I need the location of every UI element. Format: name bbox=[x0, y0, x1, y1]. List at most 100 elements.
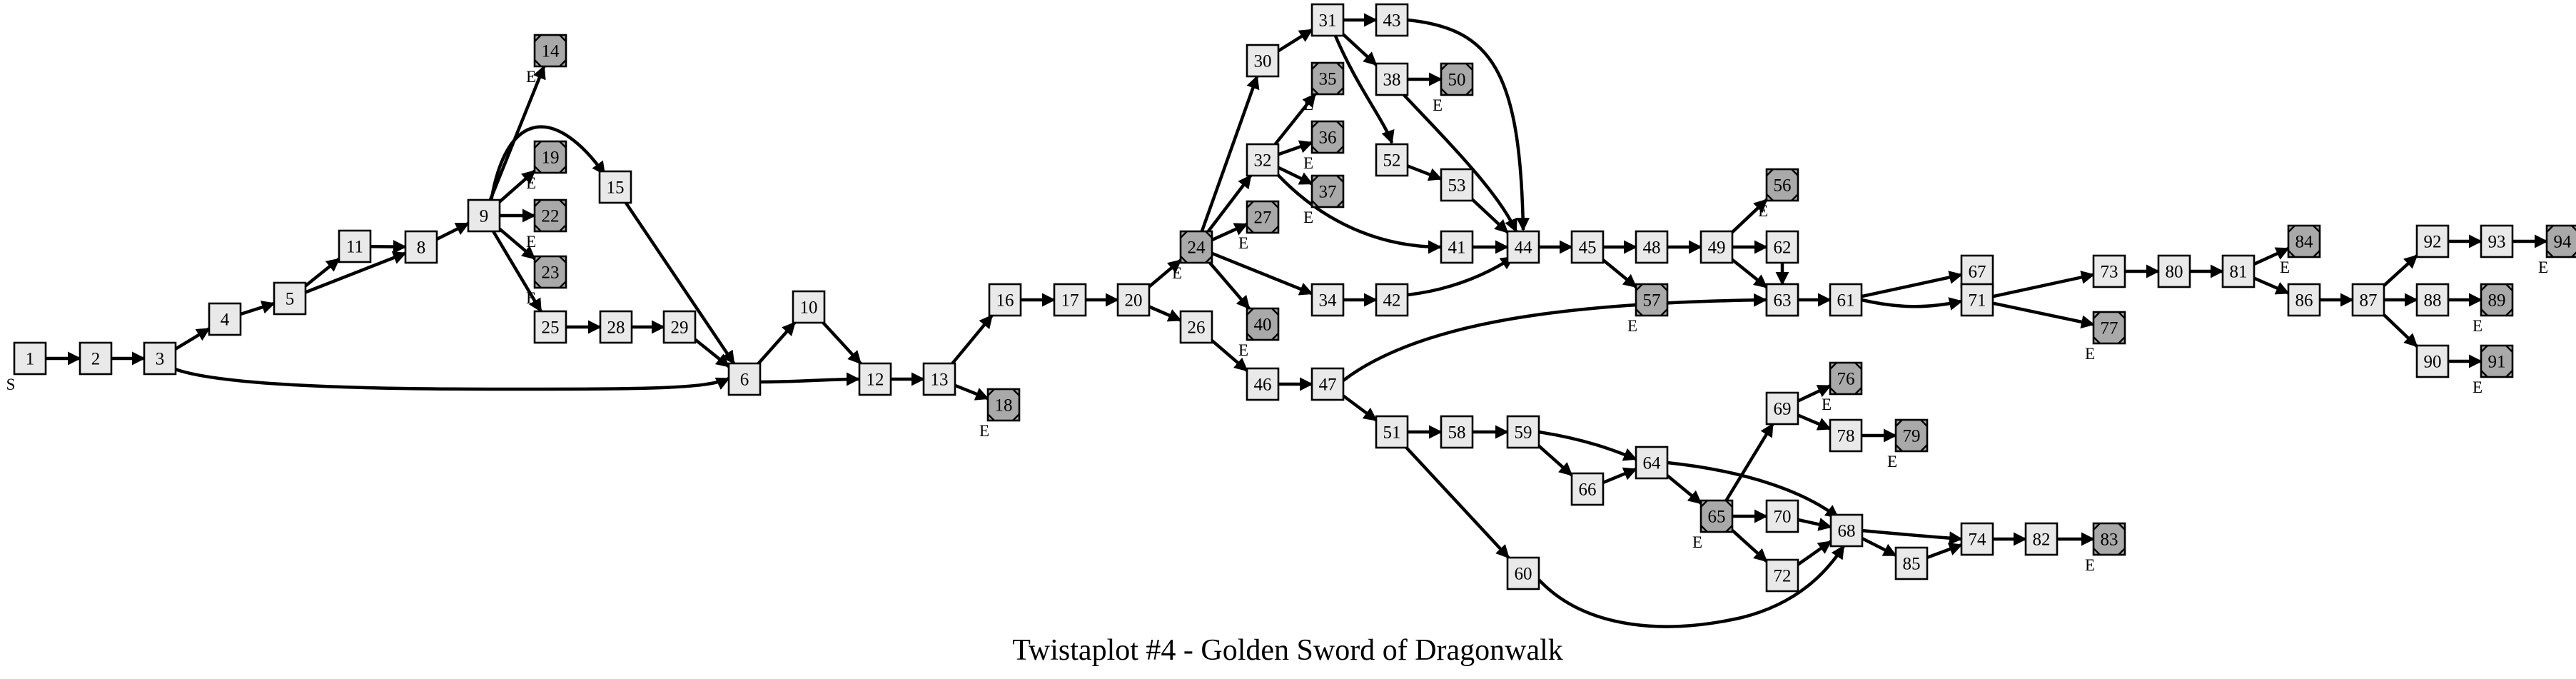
node-box bbox=[1179, 230, 1213, 264]
node-box bbox=[662, 310, 697, 344]
node-box bbox=[1960, 283, 1994, 317]
node-box bbox=[1765, 283, 1799, 317]
node-box bbox=[2287, 283, 2321, 317]
edge-87-to-92 bbox=[2383, 254, 2418, 287]
node-box bbox=[1440, 230, 1474, 264]
node-label: 77 bbox=[2101, 319, 2118, 338]
node-box bbox=[1765, 558, 1799, 593]
node-28: 28 bbox=[599, 310, 633, 344]
node-label: 22 bbox=[542, 207, 560, 226]
edge-64-to-68 bbox=[1667, 461, 1839, 519]
node-label: 37 bbox=[1319, 183, 1337, 202]
node-box bbox=[1375, 283, 1409, 317]
node-36: 36E bbox=[1303, 120, 1345, 172]
corner-mark bbox=[2093, 523, 2101, 530]
edge-4-to-5 bbox=[240, 301, 276, 316]
node-box bbox=[2415, 344, 2450, 378]
corner-mark bbox=[2118, 311, 2126, 319]
node-label: 70 bbox=[1774, 508, 1792, 527]
corner-mark bbox=[559, 199, 567, 207]
end-tag: E bbox=[1238, 234, 1248, 252]
node-13: 13 bbox=[922, 362, 956, 396]
node-box bbox=[533, 255, 567, 289]
end-tag: E bbox=[2473, 378, 2482, 396]
end-tag: E bbox=[1822, 396, 1832, 413]
edge-15-to-6 bbox=[624, 201, 736, 365]
corner-mark bbox=[1660, 283, 1668, 291]
node-label: 88 bbox=[2424, 291, 2442, 311]
edge-52-to-53 bbox=[1407, 164, 1443, 181]
corner-mark bbox=[1700, 525, 1708, 533]
node-box bbox=[1894, 418, 1929, 453]
corner-mark bbox=[1180, 256, 1188, 263]
node-label: 59 bbox=[1515, 423, 1532, 443]
node-box bbox=[792, 290, 826, 324]
node-box bbox=[1375, 143, 1409, 177]
node-68: 68 bbox=[1829, 513, 1864, 548]
node-43: 43 bbox=[1375, 3, 1409, 37]
corner-mark bbox=[1336, 62, 1344, 70]
corner-mark bbox=[534, 199, 542, 207]
corner-mark bbox=[1271, 308, 1279, 316]
node-box bbox=[1375, 62, 1409, 96]
corner-mark bbox=[559, 256, 567, 263]
node-65: 65E bbox=[1692, 499, 1734, 551]
corner-mark bbox=[2480, 283, 2488, 291]
end-tag: E bbox=[2085, 556, 2095, 574]
corner-mark bbox=[559, 281, 567, 288]
corner-mark bbox=[534, 256, 542, 263]
node-49: 49 bbox=[1699, 230, 1734, 264]
node-box bbox=[988, 283, 1022, 317]
edge-24-to-40 bbox=[1208, 261, 1251, 310]
corner-mark bbox=[1246, 333, 1254, 341]
node-25: 25 bbox=[533, 310, 567, 344]
corner-mark bbox=[1246, 308, 1254, 316]
corner-mark bbox=[1465, 63, 1473, 71]
node-label: 36 bbox=[1319, 129, 1337, 148]
node-label: 76 bbox=[1837, 370, 1855, 389]
node-label: 48 bbox=[1643, 238, 1661, 258]
node-box bbox=[727, 362, 762, 396]
edge-71-to-73 bbox=[1992, 271, 2095, 298]
node-box bbox=[1246, 367, 1280, 401]
node-85: 85 bbox=[1894, 546, 1929, 580]
node-label: 65 bbox=[1708, 508, 1726, 527]
node-label: 38 bbox=[1383, 71, 1401, 90]
end-tag: E bbox=[526, 174, 536, 192]
node-15: 15 bbox=[598, 170, 632, 204]
node-box bbox=[1829, 283, 1863, 317]
node-52: 52 bbox=[1375, 143, 1409, 177]
node-box bbox=[1440, 62, 1474, 96]
node-label: 51 bbox=[1383, 423, 1401, 443]
node-label: 43 bbox=[1383, 11, 1401, 31]
node-label: 81 bbox=[2230, 263, 2248, 282]
corner-mark bbox=[559, 141, 567, 149]
node-box bbox=[2157, 254, 2191, 288]
corner-mark bbox=[1271, 333, 1279, 341]
node-14: 14E bbox=[526, 34, 567, 86]
node-24: 24E bbox=[1172, 230, 1213, 282]
node-label: 13 bbox=[931, 371, 949, 390]
edge-69-to-78 bbox=[1797, 413, 1832, 431]
node-box bbox=[1179, 310, 1213, 344]
node-64: 64 bbox=[1635, 446, 1669, 480]
node-box bbox=[922, 362, 956, 396]
corner-mark bbox=[534, 281, 542, 288]
node-box bbox=[598, 170, 632, 204]
node-83: 83E bbox=[2085, 522, 2126, 574]
node-74: 74 bbox=[1960, 522, 1994, 556]
end-tag: E bbox=[2085, 345, 2095, 363]
node-1: 1S bbox=[6, 341, 47, 393]
edge-68-to-85 bbox=[1861, 537, 1897, 557]
node-23: 23E bbox=[526, 255, 567, 307]
node-10: 10 bbox=[792, 290, 826, 324]
edge-32-to-36 bbox=[1278, 140, 1313, 156]
node-82: 82 bbox=[2024, 522, 2059, 556]
node-label: 18 bbox=[995, 396, 1013, 416]
edge-9-to-14 bbox=[488, 65, 546, 201]
edge-6-to-12 bbox=[759, 372, 860, 386]
node-86: 86 bbox=[2287, 283, 2321, 317]
edge-43-to-44 bbox=[1407, 18, 1530, 231]
node-67: 67 bbox=[1960, 254, 1994, 288]
edge-65-to-72 bbox=[1731, 529, 1768, 563]
